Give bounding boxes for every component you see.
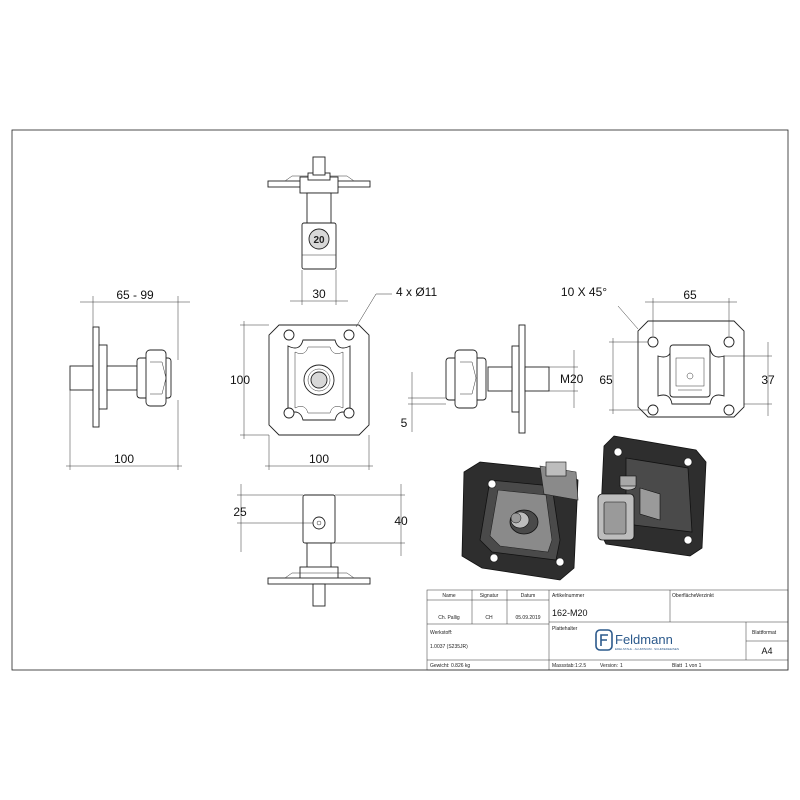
header-version: Version:	[600, 663, 618, 669]
header-werkstoff: Werkstoff:	[430, 630, 452, 636]
logo-tagline: EDELSTAHL · ALUMINIUM · SCHMIEDEEISEN	[615, 647, 679, 651]
nut-size-label: 20	[313, 235, 325, 246]
value-signatur: CH	[485, 615, 493, 621]
dim-holes: 4 x Ø11	[396, 285, 437, 299]
dim-65-99: 65 - 99	[116, 288, 154, 302]
isometric-view-back	[597, 435, 707, 557]
dim-5: 5	[401, 416, 408, 430]
right-side-view: M20 5	[401, 324, 584, 434]
header-name: Name	[442, 593, 456, 599]
bottom-view: 25 40	[233, 484, 408, 607]
top-view: 20 30	[267, 156, 371, 305]
left-side-view: 65 - 99 100	[66, 288, 190, 470]
header-datum: Datum	[521, 593, 536, 599]
title-block: Name Signatur Datum Ch. Pallig CH 05.09.…	[426, 589, 789, 671]
dim-100-width: 100	[309, 452, 329, 466]
dim-30: 30	[312, 287, 326, 301]
header-massstab: Massstab:	[552, 663, 575, 669]
header-artikelnummer: Artikelnummer	[552, 593, 585, 599]
back-view: 10 X 45° 65 65 37	[561, 285, 775, 418]
sheet-border	[11, 129, 789, 671]
front-view: 4 x Ø11 100 100	[230, 285, 437, 470]
header-blatt: Blatt	[672, 663, 683, 669]
dim-chamfer: 10 X 45°	[561, 285, 607, 299]
value-oberflaeche: Verzinkt	[696, 593, 714, 599]
value-version: 1	[620, 663, 623, 669]
dim-m20: M20	[560, 372, 584, 386]
dim-100-height: 100	[230, 373, 250, 387]
header-signatur: Signatur	[480, 593, 499, 599]
value-artikelnummer: 162-M20	[552, 608, 588, 618]
header-benennung: Plattehalter	[552, 626, 578, 632]
header-gewicht: Gewicht:	[430, 663, 449, 669]
isometric-view-front	[461, 461, 579, 581]
dim-37: 37	[761, 373, 775, 387]
header-blattformat: Blattformat	[752, 630, 777, 636]
value-massstab: 1:2.5	[575, 663, 586, 669]
value-datum: 05.09.2019	[515, 615, 540, 621]
header-oberflaeche: Oberfläche:	[672, 593, 698, 599]
dim-40: 40	[394, 514, 408, 528]
value-werkstoff: 1.0037 (S235JR)	[430, 644, 468, 650]
value-name: Ch. Pallig	[438, 615, 460, 621]
value-blatt: 1 von 1	[685, 663, 702, 669]
dim-65-top: 65	[683, 288, 697, 302]
dim-100-side: 100	[114, 452, 134, 466]
value-blattformat: A4	[761, 646, 772, 656]
dim-25: 25	[233, 505, 247, 519]
feldmann-logo: Feldmann EDELSTAHL · ALUMINIUM · SCHMIED…	[595, 629, 679, 651]
logo-text: Feldmann	[615, 632, 673, 647]
value-gewicht: 0.826 kg	[451, 663, 470, 669]
dim-65-left: 65	[599, 373, 613, 387]
